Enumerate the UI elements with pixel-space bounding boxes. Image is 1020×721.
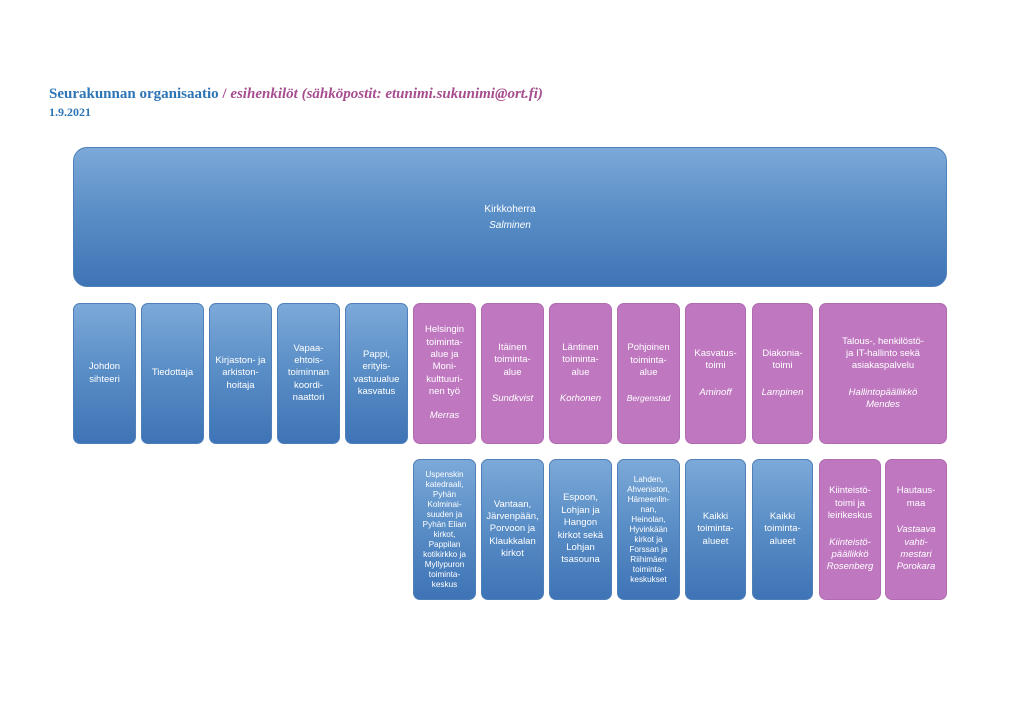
page-header: Seurakunnan organisaatio / esihenkilöt (…	[49, 86, 543, 120]
title-separator: /	[218, 86, 231, 102]
pappi-box: Pappi, erityis-vastuualue kasvatus	[345, 303, 408, 444]
diakonia-areas-label: Kaikki toiminta-alueet	[764, 510, 801, 547]
itainen-box: Itäinen toiminta-alue Sundkvist	[481, 303, 544, 444]
lantinen-box: Läntinen toiminta-alue Korhonen	[549, 303, 612, 444]
kiinteistotoimi-name: Kiinteistö-päällikkö Rosenberg	[826, 536, 874, 573]
pohjoinen-box: Pohjoinen toiminta-alue Bergenstad	[617, 303, 680, 444]
pohjoinen-role: Pohjoinen toiminta-alue	[627, 342, 670, 379]
kirkkoherra-name: Salminen	[489, 219, 531, 231]
vapaaehtois-box: Vapaa-ehtois-toiminnan koordi-naattori	[277, 303, 340, 444]
helsinki-churches-box: Uspenskin katedraali, Pyhän Kolminai-suu…	[413, 459, 476, 600]
page-title: Seurakunnan organisaatio / esihenkilöt (…	[49, 86, 543, 103]
helsinki-churches-label: Uspenskin katedraali, Pyhän Kolminai-suu…	[422, 469, 467, 589]
hautausmaa-name: Vastaava vahti-mestari Porokara	[896, 524, 936, 573]
kasvatustoimi-name: Aminoff	[699, 386, 732, 398]
kiinteistotoimi-box: Kiinteistö-toimi ja leirikeskus Kiinteis…	[819, 459, 881, 600]
pohjoinen-churches-label: Lahden, Ahveniston, Hämeenlin-nan, Heino…	[627, 474, 670, 584]
pappi-label: Pappi, erityis-vastuualue kasvatus	[353, 348, 400, 397]
kasvatus-areas-label: Kaikki toiminta-alueet	[697, 510, 734, 547]
talous-name: Hallintopäällikkö Mendes	[848, 386, 918, 411]
page-date: 1.9.2021	[49, 105, 91, 119]
kirjasto-label: Kirjaston- ja arkiston-hoitaja	[215, 354, 266, 391]
pohjoinen-churches-box: Lahden, Ahveniston, Hämeenlin-nan, Heino…	[617, 459, 680, 600]
talous-role: Talous-, henkilöstö- ja IT-hallinto sekä…	[842, 335, 924, 372]
helsinki-role: Helsingin toiminta-alue ja Moni-kulttuur…	[424, 324, 465, 398]
lantinen-name: Korhonen	[559, 392, 602, 404]
hautausmaa-role: Hautaus-maa	[896, 485, 936, 509]
lantinen-churches-label: Espoon, Lohjan ja Hangon kirkot sekä Loh…	[557, 492, 604, 566]
pohjoinen-name: Bergenstad	[626, 393, 671, 404]
itainen-churches-label: Vantaan, Järvenpään, Porvoon ja Klaukkal…	[486, 498, 539, 560]
title-main: Seurakunnan organisaatio	[49, 86, 219, 102]
diakoniatoimi-role: Diakonia-toimi	[762, 347, 803, 372]
kiinteistotoimi-role: Kiinteistö-toimi ja leirikeskus	[827, 485, 873, 522]
lantinen-churches-box: Espoon, Lohjan ja Hangon kirkot sekä Loh…	[549, 459, 612, 600]
kasvatus-areas-box: Kaikki toiminta-alueet	[685, 459, 746, 600]
kasvatustoimi-role: Kasvatus-toimi	[694, 347, 737, 372]
diakoniatoimi-box: Diakonia-toimi Lampinen	[752, 303, 813, 444]
lantinen-role: Läntinen toiminta-alue	[562, 341, 599, 378]
tiedottaja-label: Tiedottaja	[151, 367, 194, 379]
vapaaehtois-label: Vapaa-ehtois-toiminnan koordi-naattori	[287, 342, 330, 404]
helsinki-name: Merras	[429, 410, 460, 422]
kirkkoherra-box: Kirkkoherra Salminen	[73, 147, 947, 287]
helsinki-box: Helsingin toiminta-alue ja Moni-kulttuur…	[413, 303, 476, 444]
hautausmaa-box: Hautaus-maa Vastaava vahti-mestari Porok…	[885, 459, 947, 600]
talous-box: Talous-, henkilöstö- ja IT-hallinto sekä…	[819, 303, 947, 444]
diakoniatoimi-name: Lampinen	[761, 386, 804, 398]
johdon-sihteeri-label: Johdon sihteeri	[88, 361, 121, 385]
kasvatustoimi-box: Kasvatus-toimi Aminoff	[685, 303, 746, 444]
itainen-churches-box: Vantaan, Järvenpään, Porvoon ja Klaukkal…	[481, 459, 544, 600]
tiedottaja-box: Tiedottaja	[141, 303, 204, 444]
johdon-sihteeri-box: Johdon sihteeri	[73, 303, 136, 444]
diakonia-areas-box: Kaikki toiminta-alueet	[752, 459, 813, 600]
kirjasto-box: Kirjaston- ja arkiston-hoitaja	[209, 303, 272, 444]
itainen-role: Itäinen toiminta-alue	[494, 341, 531, 378]
itainen-name: Sundkvist	[491, 392, 534, 404]
kirkkoherra-role: Kirkkoherra	[484, 203, 536, 215]
title-subtitle: esihenkilöt (sähköpostit: etunimi.sukuni…	[230, 86, 543, 102]
